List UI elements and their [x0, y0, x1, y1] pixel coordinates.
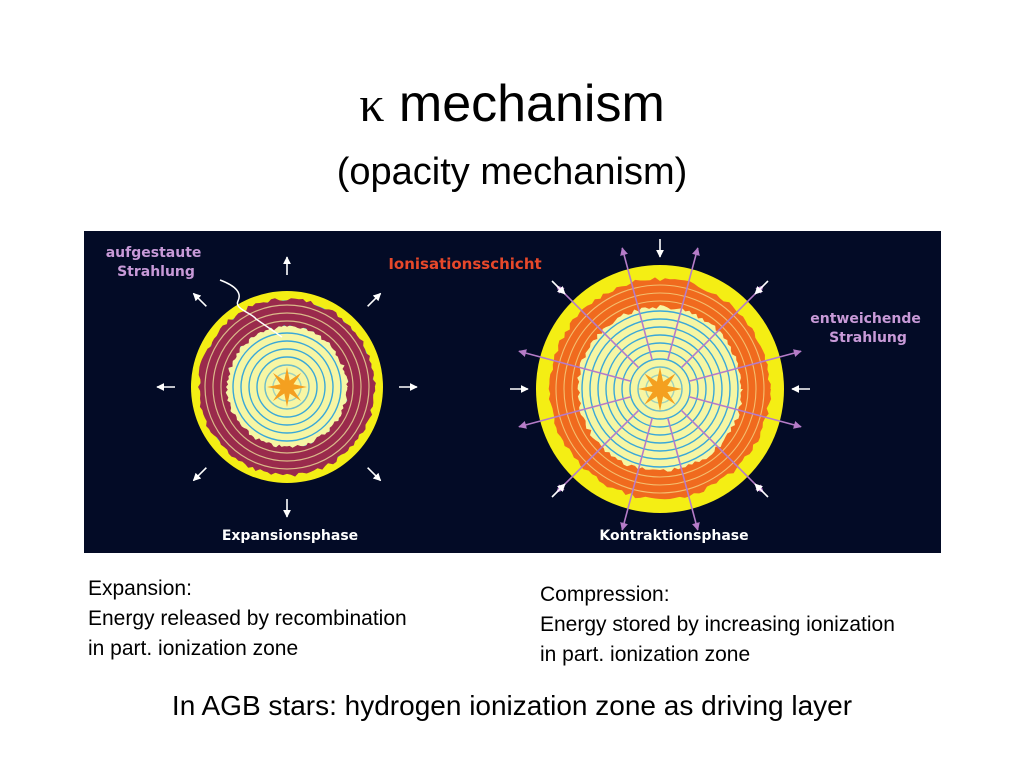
trapped-radiation-pointer	[219, 279, 283, 338]
escaping-arrow	[556, 285, 640, 369]
ring	[613, 342, 707, 436]
expansion-ionization-layer	[198, 298, 376, 477]
contraction-core-star	[638, 367, 682, 411]
inward-arrow	[754, 280, 769, 295]
escaping-arrow	[518, 395, 632, 429]
outward-arrow	[367, 467, 382, 482]
ring	[232, 332, 342, 442]
escaping-arrow	[666, 417, 700, 531]
caption-compression: Compression: Energy stored by increasing…	[540, 580, 895, 670]
label-contraction-phase: Kontraktionsphase	[599, 528, 748, 544]
band-stripe	[563, 292, 757, 486]
escaping-arrow	[666, 247, 700, 361]
expansion-star	[156, 256, 418, 518]
star-diagram: aufgestaute Strahlung Ionisationsschicht…	[106, 239, 926, 544]
escaping-arrow	[688, 395, 802, 429]
ionization-band	[198, 298, 376, 477]
expansion-core-star	[267, 367, 307, 407]
escaping-arrow	[620, 247, 654, 361]
inward-arrow	[551, 280, 566, 295]
caption-compression-line: Energy stored by increasing ionization	[540, 613, 895, 636]
label-trapped-radiation: aufgestaute Strahlung	[106, 245, 207, 280]
band-stripe	[555, 284, 765, 494]
label-escaping-radiation: entweichende Strahlung	[810, 311, 926, 346]
band-stripe	[212, 312, 362, 462]
caption-expansion-line: Expansion:	[88, 577, 192, 600]
caption-expansion-line: in part. ionization zone	[88, 637, 299, 660]
ring	[240, 340, 334, 434]
inward-arrow	[754, 483, 769, 498]
label-ionization-layer: Ionisationsschicht	[388, 255, 541, 273]
caption-compression-line: in part. ionization zone	[540, 643, 751, 666]
outward-arrow	[192, 467, 207, 482]
kappa-symbol: κ	[359, 76, 385, 132]
ring	[621, 350, 699, 428]
expansion-outward-arrows	[156, 256, 418, 518]
band-stripe	[220, 320, 354, 454]
slide-subtitle: (opacity mechanism)	[336, 151, 688, 193]
caption-expansion-line: Energy released by recombination	[88, 607, 407, 630]
escaping-radiation-arrows	[518, 247, 802, 531]
ring	[248, 348, 326, 426]
title-text: mechanism	[398, 75, 665, 133]
caption-expansion: Expansion: Energy released by recombinat…	[88, 574, 407, 664]
caption-compression-line: Compression:	[540, 583, 670, 606]
contraction-inward-arrows	[510, 239, 810, 498]
slide-title: κ mechanism	[0, 74, 1024, 134]
ring	[605, 334, 715, 444]
escaping-arrow	[680, 285, 764, 369]
escaping-arrow	[518, 349, 632, 383]
outward-arrow	[192, 292, 207, 307]
ring	[589, 318, 731, 460]
escaping-arrow	[556, 409, 640, 493]
contraction-ionization-layer	[548, 277, 772, 500]
label-expansion-phase: Expansionsphase	[222, 528, 358, 544]
kappa-mechanism-figure: aufgestaute Strahlung Ionisationsschicht…	[84, 231, 941, 553]
escaping-arrow	[680, 409, 764, 493]
escaping-arrow	[620, 417, 654, 531]
band-stripe	[204, 304, 370, 470]
ring	[581, 310, 739, 468]
band-stripe	[571, 300, 749, 478]
inward-arrow	[551, 483, 566, 498]
escaping-arrow	[688, 349, 802, 383]
slide-footer: In AGB stars: hydrogen ionization zone a…	[171, 690, 853, 721]
outward-arrow	[367, 292, 382, 307]
contraction-star	[510, 239, 810, 531]
ring	[597, 326, 723, 452]
